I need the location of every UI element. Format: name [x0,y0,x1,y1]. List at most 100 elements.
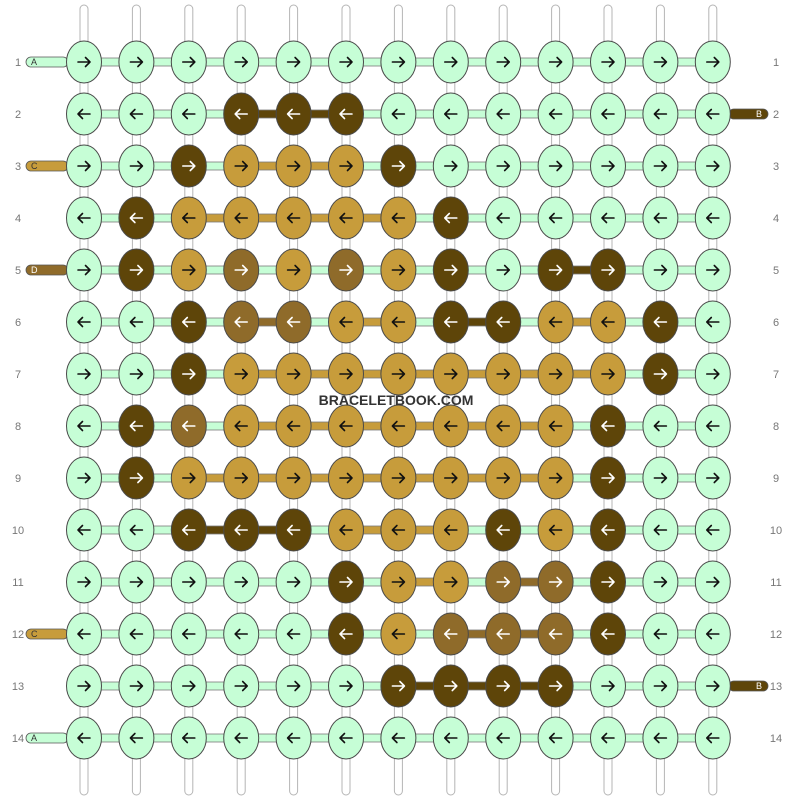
arrow-left-icon [77,420,91,432]
knot [380,92,417,136]
arrow-left-icon [601,628,615,640]
knot [537,716,574,760]
arrow-left-icon [496,316,510,328]
arrow-right-icon [77,264,91,276]
knot [485,716,522,760]
knot [380,560,417,604]
knot [170,92,207,136]
row-label-left: 14 [12,733,24,745]
knot [118,716,155,760]
arrow-right-icon [129,680,144,692]
knot [380,612,417,656]
arrow-right-icon [391,680,406,692]
knot [694,716,731,760]
arrow-right-icon [129,368,144,380]
arrow-left-icon [339,420,353,432]
strand-end-a: A [25,56,69,68]
arrow-right-icon [286,472,301,484]
arrow-left-icon [548,108,563,120]
knot [328,196,364,240]
knot [170,144,207,188]
knot [694,248,731,292]
arrow-left-icon [444,524,458,536]
arrow-left-icon [286,732,301,744]
arrow-right-icon [706,576,720,588]
strand-end-letter: C [31,629,38,639]
arrow-right-icon [77,576,91,588]
arrow-left-icon [653,316,668,328]
knot [380,352,417,396]
arrow-right-icon [653,264,668,276]
arrow-left-icon [496,420,510,432]
knot [328,560,364,604]
arrow-left-icon [653,108,668,120]
knot [275,352,312,396]
knot [590,508,626,552]
knot [118,560,155,604]
knot [275,560,312,604]
arrow-right-icon [444,56,458,68]
knot [485,92,522,136]
arrow-left-icon [601,212,615,224]
row-label-right: 8 [773,421,779,433]
arrow-left-icon [496,212,510,224]
arrow-right-icon [234,368,248,380]
arrow-left-icon [391,420,406,432]
knot [275,92,312,136]
knot [328,300,364,344]
arrow-right-icon [77,56,91,68]
arrow-right-icon [391,472,406,484]
arrow-right-icon [182,264,196,276]
knot [170,352,207,396]
row-label-left: 6 [15,317,21,329]
knot [485,508,522,552]
arrow-left-icon [706,316,720,328]
arrow-left-icon [234,108,248,120]
knot [537,196,574,240]
knot [275,664,312,708]
arrow-right-icon [444,576,458,588]
arrow-left-icon [653,524,668,536]
knot [432,352,469,396]
knot [223,196,260,240]
knot [694,92,731,136]
strand-end-letter: B [756,681,762,691]
arrow-right-icon [601,680,615,692]
arrow-right-icon [548,472,563,484]
arrow-left-icon [653,212,668,224]
arrow-right-icon [77,472,91,484]
arrow-right-icon [286,56,301,68]
arrow-right-icon [182,160,196,172]
strand-end-a: A [25,732,69,744]
knot [223,300,260,344]
knot [328,612,364,656]
strand-end-letter: C [31,161,38,171]
knot [537,612,574,656]
arrow-right-icon [444,264,458,276]
arrow-left-icon [129,108,144,120]
knot [223,404,260,448]
knot [432,664,469,708]
arrow-right-icon [339,264,353,276]
knot [485,196,522,240]
knot [694,560,731,604]
arrow-left-icon [286,108,301,120]
knot [694,144,731,188]
knot [642,404,679,448]
knot [694,612,731,656]
arrow-right-icon [601,56,615,68]
knot [380,664,417,708]
knot [432,612,469,656]
arrow-right-icon [548,56,563,68]
knot [537,664,574,708]
knot [694,508,731,552]
knot [170,196,207,240]
knot [380,144,417,188]
arrow-left-icon [339,628,353,640]
arrow-right-icon [339,368,353,380]
knot [590,352,626,396]
arrow-left-icon [182,420,196,432]
arrow-right-icon [548,680,563,692]
knot [66,300,102,344]
knot [537,456,574,500]
